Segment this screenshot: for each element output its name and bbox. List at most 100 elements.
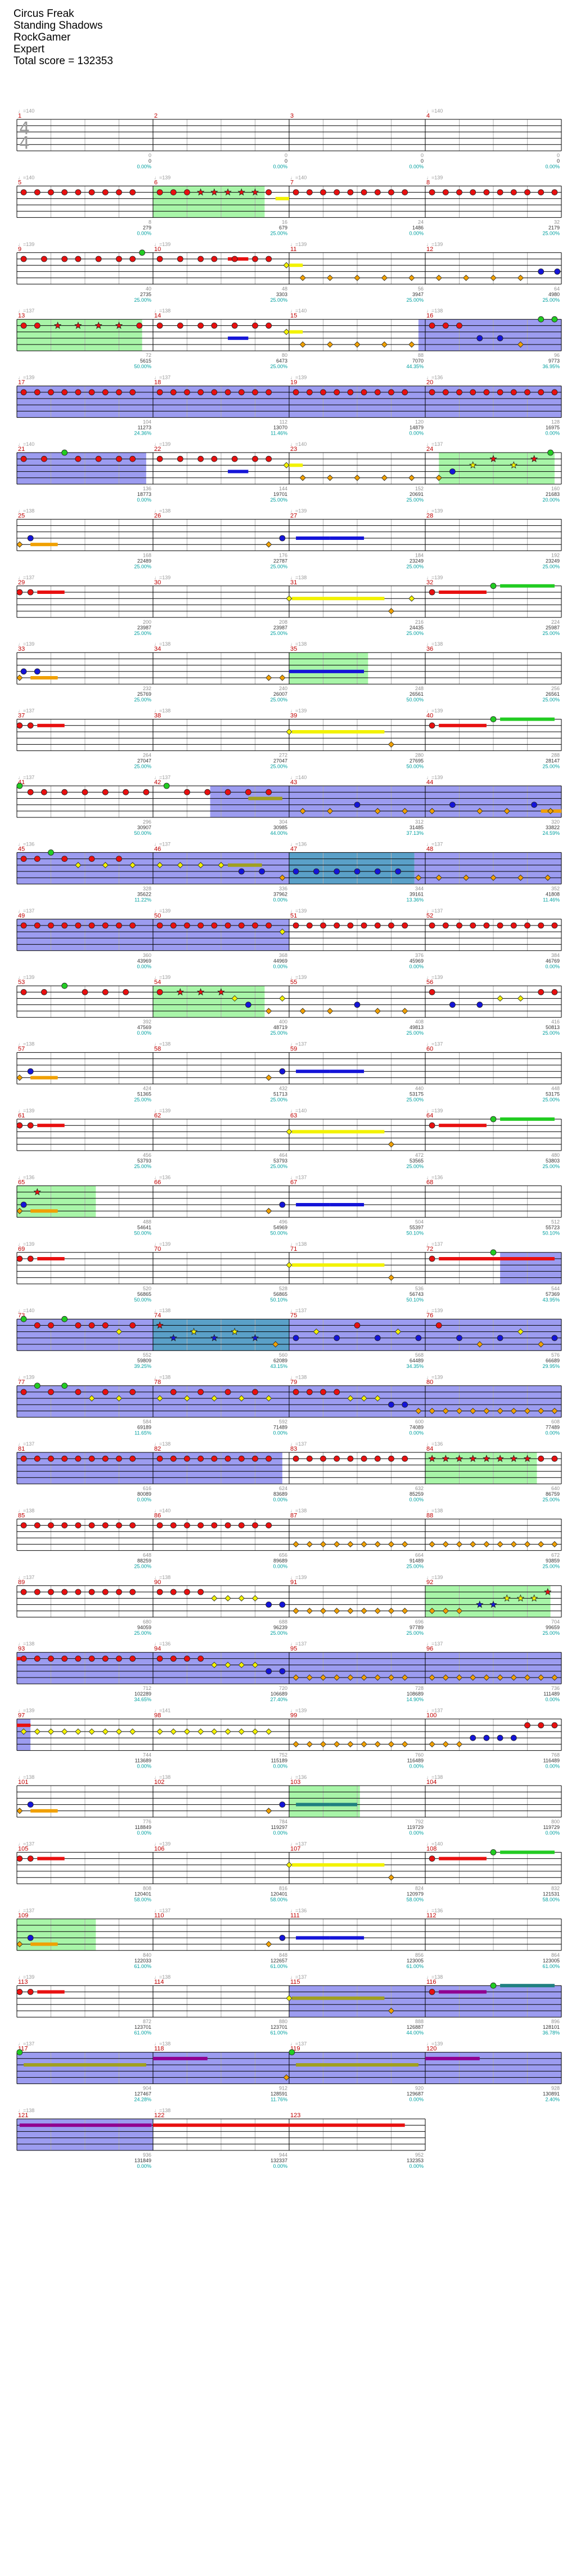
note-red: [551, 1722, 558, 1729]
note-count: 24: [418, 219, 424, 225]
star-power-region: [289, 1786, 360, 1817]
note-count: 520: [143, 1286, 151, 1291]
note-count: 56: [418, 286, 424, 292]
measure-number: 55: [290, 979, 297, 986]
measure-score: 64489: [410, 1358, 424, 1363]
row-end-percent: 25.00%: [542, 1630, 560, 1636]
note-yellow: [170, 1728, 177, 1735]
measure-number: 26: [154, 512, 161, 519]
note-count: 816: [279, 1885, 287, 1891]
note-count: 392: [143, 1019, 151, 1025]
tempo-marker: ♩=137: [18, 775, 34, 780]
tempo-marker: ♩=139: [154, 575, 170, 580]
note-count: 136: [143, 486, 151, 491]
note-green: [61, 449, 68, 456]
note-yellow: [347, 1395, 354, 1402]
tempo-marker: ♩=137: [426, 1641, 443, 1647]
sustain-tail: [296, 1203, 330, 1206]
star-note-red: [455, 1455, 464, 1462]
measure-percent: 25.00%: [270, 364, 287, 369]
note-count: 488: [143, 1219, 151, 1224]
tempo-marker: ♩=137: [18, 908, 34, 914]
tempo-marker: ♩=139: [154, 242, 170, 247]
note-yellow: [197, 862, 204, 869]
note-red: [116, 1522, 122, 1529]
tempo-marker: ♩=138: [154, 1575, 170, 1580]
note-red: [61, 1655, 68, 1662]
row-end-note-count: 96: [554, 352, 560, 358]
note-green: [20, 1316, 27, 1322]
note-red: [123, 989, 129, 995]
note-count: 40: [146, 286, 151, 292]
star-power-region: [153, 186, 265, 218]
note-red: [88, 1589, 95, 1595]
star-note-red: [176, 988, 184, 996]
note-orange: [415, 1407, 422, 1414]
sustain-tail: [330, 1203, 364, 1206]
measure-percent: 0.00%: [273, 1430, 287, 1436]
measure-percent: 0.00%: [409, 164, 424, 169]
measure-score: 24435: [410, 625, 424, 630]
note-count: 296: [143, 819, 151, 825]
measure-score: 69189: [137, 1425, 151, 1430]
measure-score: 53175: [410, 1092, 424, 1097]
sustain-tail: [289, 463, 303, 467]
row-end-note-count: 448: [551, 1086, 560, 1092]
note-orange: [381, 341, 388, 348]
note-blue: [551, 1335, 558, 1341]
note-red: [292, 389, 299, 396]
note-yellow: [497, 995, 503, 1002]
tempo-marker: ♩=137: [18, 308, 34, 314]
note-orange: [551, 1541, 558, 1548]
note-red: [41, 789, 47, 795]
note-red: [497, 389, 503, 396]
note-red: [88, 922, 95, 929]
note-red: [27, 789, 34, 795]
note-blue: [449, 468, 456, 475]
measure-percent: 25.00%: [406, 1563, 424, 1569]
tempo-marker: ♩=137: [426, 1241, 443, 1247]
note-orange: [306, 1608, 313, 1615]
row-end-percent: 61.00%: [542, 1964, 560, 1969]
measure-score: 85259: [410, 1491, 424, 1497]
measure-percent: 44.00%: [406, 2030, 424, 2036]
sustain-tail: [37, 723, 65, 727]
measure-percent: 0.00%: [409, 230, 424, 236]
measure-percent: 0.00%: [137, 1030, 151, 1036]
measure-number: 30: [154, 579, 161, 586]
measure-percent: 44.35%: [406, 364, 424, 369]
note-orange: [266, 541, 272, 548]
note-orange: [334, 1741, 340, 1747]
note-red: [129, 1389, 136, 1396]
note-red: [551, 1455, 558, 1462]
note-yellow: [115, 1395, 123, 1402]
note-orange: [415, 874, 422, 881]
note-red: [95, 256, 102, 262]
row-end-percent: 36.95%: [542, 364, 560, 369]
tempo-marker: ♩=138: [154, 1974, 170, 1980]
measure-percent: 25.00%: [406, 1164, 424, 1169]
measure-percent: 11.76%: [271, 2097, 287, 2103]
note-orange: [361, 1541, 367, 1548]
measure-percent: 24.28%: [134, 2097, 151, 2103]
tempo-marker: ♩=138: [154, 708, 170, 714]
note-red: [41, 989, 47, 995]
note-orange: [292, 1541, 299, 1548]
tempo-marker: ♩=136: [426, 375, 443, 381]
note-orange: [16, 541, 23, 548]
note-red: [510, 189, 517, 196]
note-yellow: [251, 1595, 259, 1602]
sustain-tail: [19, 2123, 152, 2127]
note-count: 664: [415, 1552, 424, 1558]
note-red: [184, 1455, 190, 1462]
measure-score: 11273: [138, 425, 151, 431]
tempo-marker: ♩=137: [290, 2041, 307, 2047]
note-red: [156, 989, 163, 995]
measure-score: 48719: [273, 1025, 287, 1030]
note-orange: [361, 1741, 367, 1747]
note-red: [538, 1722, 544, 1729]
note-orange: [470, 1407, 476, 1414]
measure-score: 30985: [273, 825, 287, 830]
note-red: [334, 922, 340, 929]
